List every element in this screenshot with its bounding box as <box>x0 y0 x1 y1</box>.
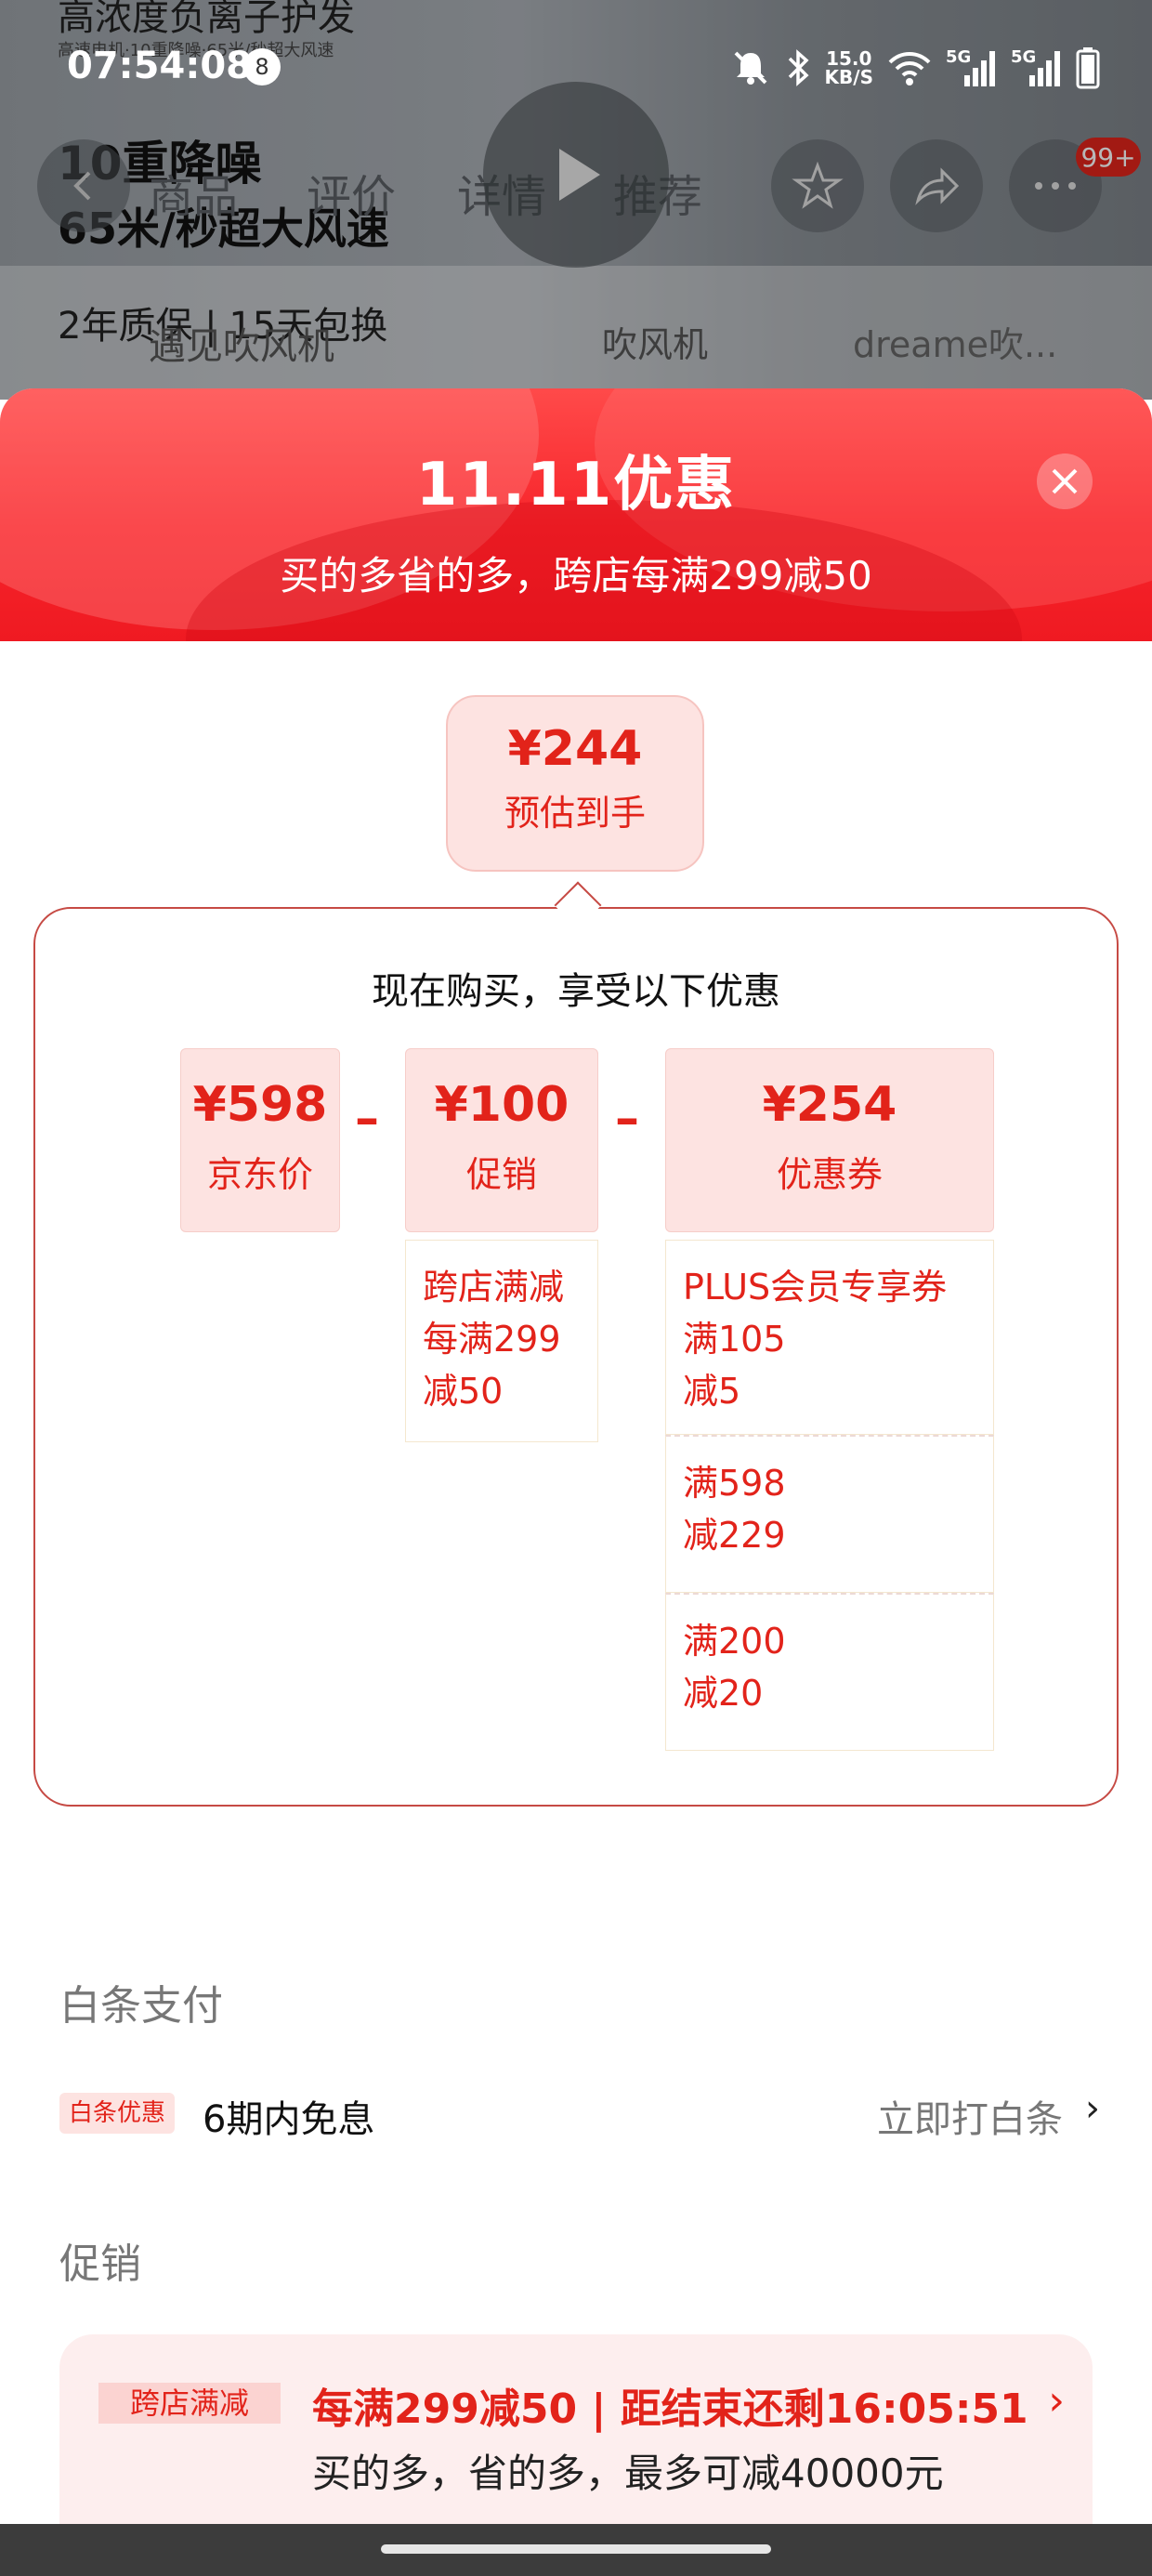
wifi-icon <box>888 52 931 85</box>
estimated-price-tag: ¥244 预估到手 <box>446 695 704 872</box>
coupon-line: 满598 <box>683 1463 786 1504</box>
net-speed-unit: KB/S <box>824 66 873 88</box>
promo-banner: 11.11优惠 买的多省的多，跨店每满299减50 <box>0 388 1152 641</box>
chevron-right-icon: › <box>1048 2377 1065 2425</box>
banner-subtitle: 买的多省的多，跨店每满299减50 <box>280 553 872 598</box>
promo-detail: 跨店满减 每满299 减50 <box>405 1240 598 1442</box>
discount-breakdown: 现在购买，享受以下优惠 ¥598 京东价 – ¥100 促销 跨店满减 每满29… <box>33 907 1119 1807</box>
bg-search-placeholder: 遇见吹风机 <box>149 325 334 368</box>
bg-cart-badge: 99+ <box>1076 138 1141 177</box>
coupon-line: 满105 <box>683 1319 786 1360</box>
signal-2: 5G <box>1011 47 1063 88</box>
close-button[interactable] <box>1037 453 1093 509</box>
bg-tab-reviews: 评价 <box>307 171 397 223</box>
baitiao-action-link[interactable]: 立即打白条 <box>877 2098 1063 2141</box>
coupon-line: PLUS会员专享券 <box>683 1267 948 1308</box>
baitiao-desc: 6期内免息 <box>203 2098 375 2141</box>
play-icon <box>559 149 600 201</box>
coupon-item: 满598 减229 <box>665 1435 994 1593</box>
back-icon <box>73 171 91 201</box>
bg-related-2: dreame吹... <box>853 324 1058 365</box>
status-icons: 15.0 KB/S 5G 5G <box>730 45 1100 91</box>
system-nav-bar <box>0 2524 1152 2576</box>
signal-2-label: 5G <box>1011 47 1037 67</box>
base-price-label: 京东价 <box>206 1154 313 1195</box>
minus-sign: – <box>355 1091 379 1147</box>
coupon-line: 满200 <box>683 1621 786 1662</box>
more-icon <box>1035 182 1076 190</box>
overlay-dim <box>0 0 1152 400</box>
bg-play-button <box>483 82 669 268</box>
bell-muted-icon <box>734 51 766 85</box>
background-product-page: 高浓度负离子护发 高速电机·10重降噪·65米/秒超大风速 10重降噪 65米/… <box>0 0 1152 400</box>
bg-back-button <box>37 139 130 232</box>
discount-heading: 现在购买，享受以下优惠 <box>372 970 780 1013</box>
chevron-right-icon: › <box>1085 2087 1100 2130</box>
promo-label: 促销 <box>465 1154 537 1195</box>
bg-favorite-button <box>771 139 864 232</box>
promotion-headline: 每满299减50 | 距结束还剩16:05:51 <box>312 2385 1028 2433</box>
promotion-section-title: 促销 <box>59 2241 141 2288</box>
base-price-card: ¥598 京东价 <box>180 1048 340 1232</box>
minus-sign: – <box>615 1091 639 1147</box>
baitiao-row[interactable]: 白条优惠 6期内免息 立即打白条 › <box>59 2078 1100 2152</box>
promo-card: ¥100 促销 <box>405 1048 598 1232</box>
home-gesture-handle[interactable] <box>381 2544 771 2554</box>
base-price-amount: ¥598 <box>192 1077 328 1133</box>
status-bar: 07:54:08 8 15.0 KB/S 5G 5G <box>0 0 1152 130</box>
discount-sheet: 11.11优惠 买的多省的多，跨店每满299减50 ¥244 预估到手 现在购买… <box>0 388 1152 2576</box>
status-time: 07:54:08 <box>67 45 252 87</box>
battery-icon <box>1076 47 1100 89</box>
coupon-card: ¥254 优惠券 <box>665 1048 994 1232</box>
coupon-line: 减229 <box>683 1515 786 1556</box>
promo-detail-line: 跨店满减 <box>423 1267 565 1308</box>
net-speed-value: 15.0 <box>826 47 872 70</box>
signal-bars-icon <box>1029 51 1060 86</box>
bg-tab-product: 商品 <box>149 171 239 223</box>
coupon-line: 减20 <box>683 1673 764 1714</box>
signal-bars-icon <box>964 51 995 86</box>
estimated-price-label: 预估到手 <box>504 793 646 834</box>
coupon-item: 满200 减20 <box>665 1593 994 1751</box>
notification-count: 8 <box>243 48 281 85</box>
bluetooth-icon <box>788 49 809 86</box>
bg-headline-3: 2年质保 | 15天包换 <box>58 305 388 348</box>
promotion-desc: 买的多，省的多，最多可减40000元 <box>312 2451 944 2496</box>
banner-logo: 11.11优惠 <box>415 451 737 519</box>
estimated-price: ¥244 <box>507 721 643 777</box>
promo-detail-line: 每满299 <box>423 1319 561 1360</box>
coupon-label: 优惠券 <box>776 1154 883 1195</box>
coupon-line: 减5 <box>683 1371 741 1412</box>
bg-share-button <box>890 139 983 232</box>
close-icon <box>1052 468 1078 494</box>
share-icon <box>915 167 960 205</box>
promo-amount: ¥100 <box>434 1077 569 1133</box>
bg-related-1: 吹风机 <box>602 324 709 365</box>
star-icon <box>792 161 844 209</box>
promotion-tag: 跨店满减 <box>98 2383 281 2424</box>
baitiao-section-title: 白条支付 <box>59 1982 223 2030</box>
signal-1-label: 5G <box>946 47 972 67</box>
promo-detail-line: 减50 <box>423 1371 504 1412</box>
baitiao-tag: 白条优惠 <box>59 2093 176 2134</box>
net-speed: 15.0 KB/S <box>825 49 873 86</box>
coupon-item: PLUS会员专享券 满105 减5 <box>665 1240 994 1435</box>
bg-line-top: 高浓度负离子护发 <box>58 0 355 39</box>
bg-lower-bar <box>0 266 1152 400</box>
coupon-amount: ¥254 <box>762 1077 897 1133</box>
signal-1: 5G <box>946 47 998 88</box>
